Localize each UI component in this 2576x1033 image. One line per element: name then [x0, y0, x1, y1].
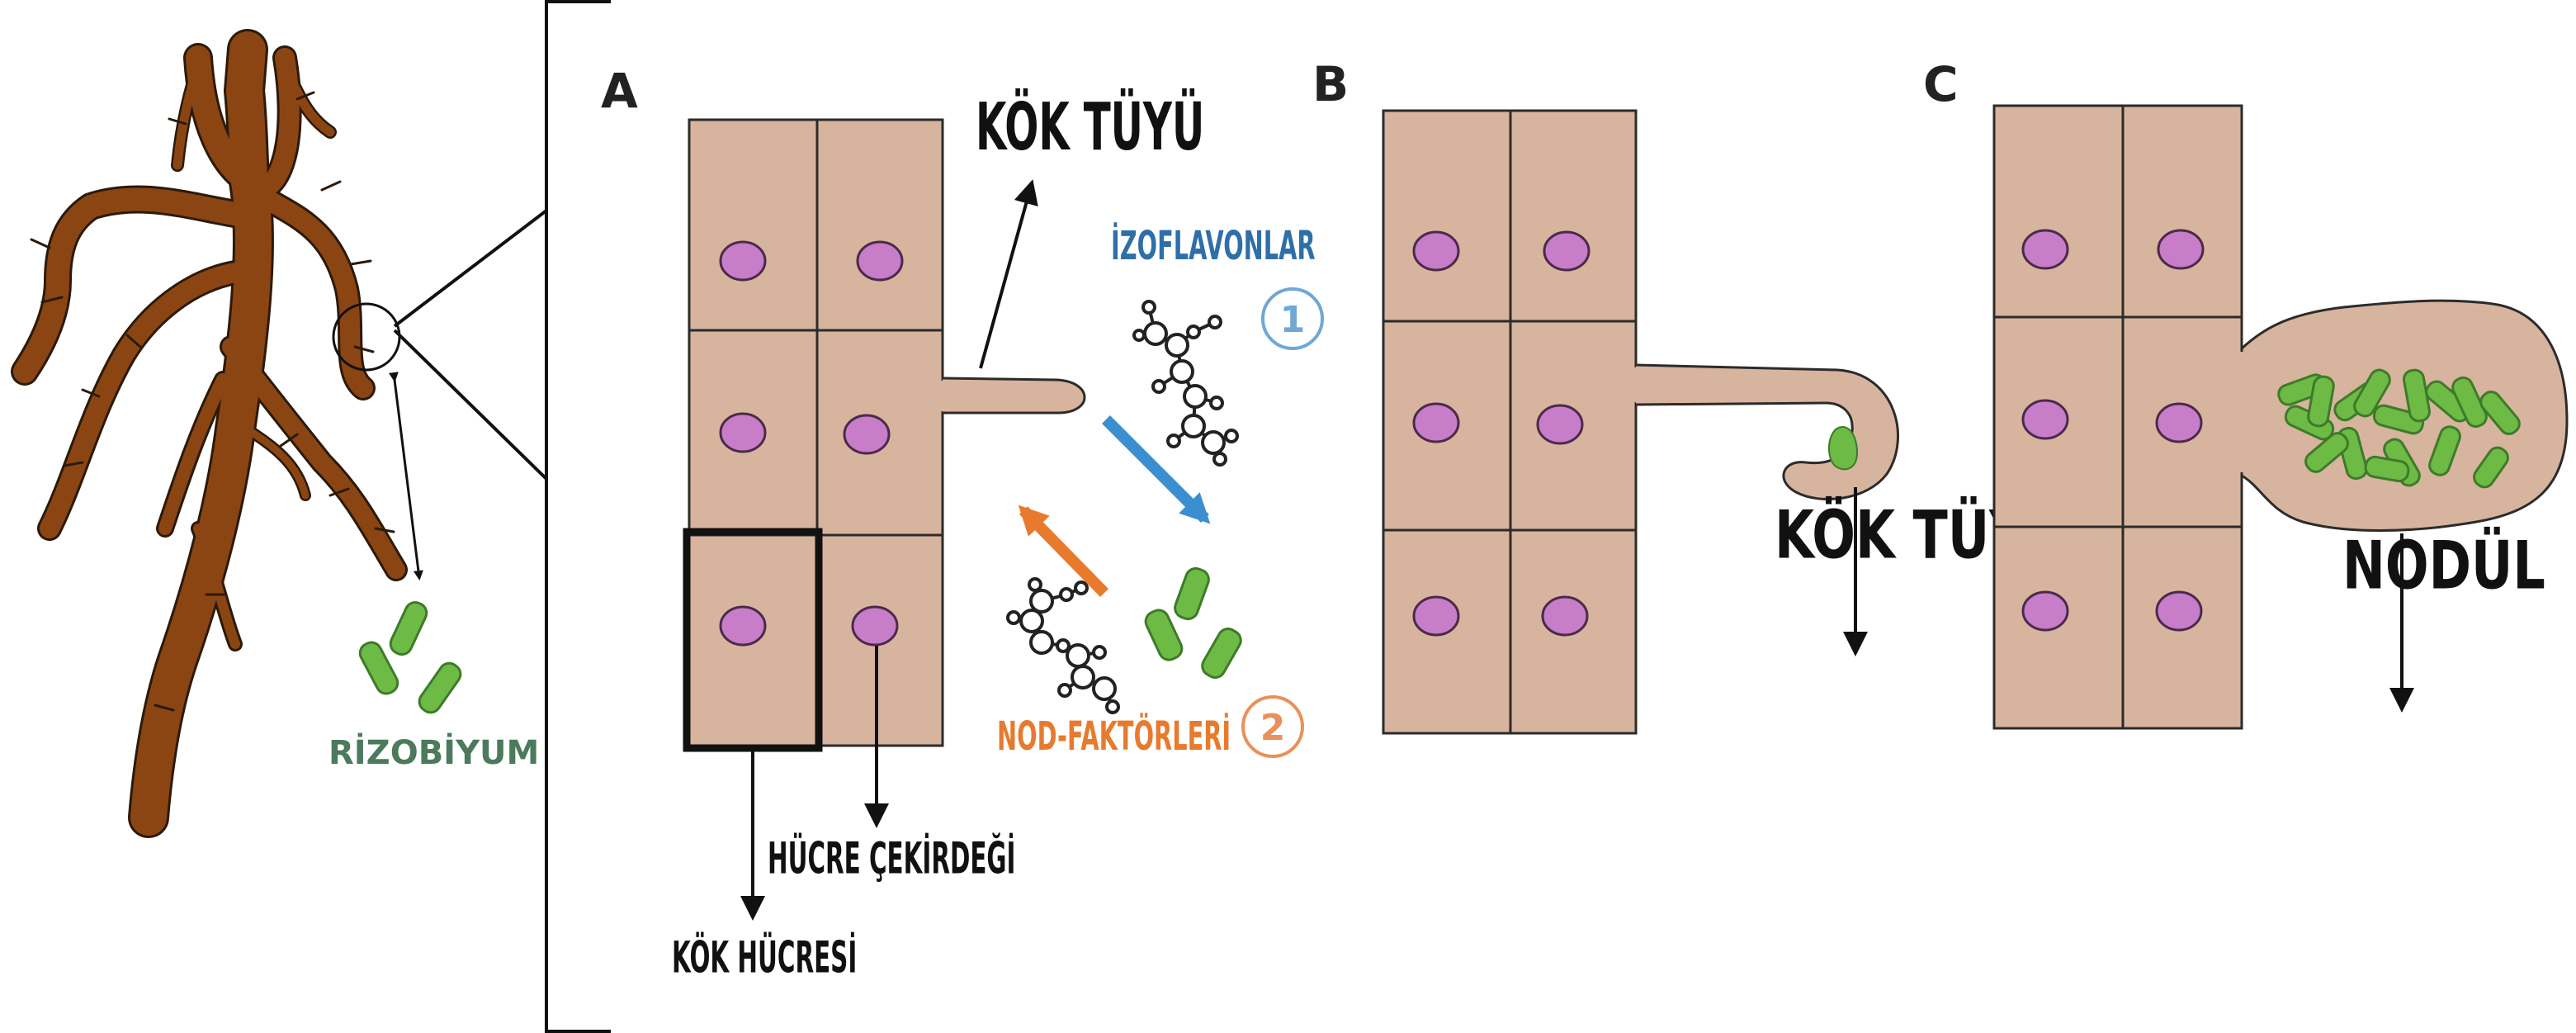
svg-text:1: 1: [1280, 299, 1306, 341]
step-2-badge: 2: [1241, 695, 1304, 758]
curled-root-hair: [1635, 363, 1899, 501]
rizobiyum-label: RİZOBİYUM: [328, 732, 539, 772]
nuclei-b: [1412, 230, 1591, 637]
svg-text:2: 2: [1260, 707, 1286, 749]
root-hair-a: [942, 377, 1086, 415]
kok-tuyu-label-a: KÖK TÜYÜ: [976, 88, 1204, 165]
panel-b: B KÖK TÜYÜ: [1312, 56, 2068, 735]
zoom-bracket: [393, 0, 611, 1033]
arrow-kok-tuyu-a: [979, 179, 1038, 369]
nodule-bacteria-cluster: [2277, 368, 2521, 489]
cell-nucleus: [851, 605, 899, 647]
panel-a: A: [601, 63, 1324, 983]
rhizobium-bacteria: [358, 601, 462, 714]
rhizobium-bacteria-a: [1144, 566, 1242, 679]
nuclei-c: [2021, 229, 2205, 632]
nodul-label: NODÜL: [2342, 526, 2545, 604]
nuclei-a: [719, 240, 904, 647]
distance-arrow: [388, 372, 423, 580]
nod-factor-molecule-icon: [1006, 577, 1120, 714]
izoflavonlar-label: İZOFLAVONLAR: [1111, 222, 1316, 269]
panel-c: C: [1923, 56, 2569, 730]
isoflavone-molecule-icon: [1132, 300, 1239, 467]
panel-letter-a: A: [601, 63, 638, 119]
panel-letter-c: C: [1923, 56, 1959, 112]
hucre-cekirdegi-label: HÜCRE ÇEKİRDEĞİ: [768, 832, 1015, 884]
step-1-badge: 1: [1261, 287, 1324, 350]
isoflavone-signal-arrow: [1102, 415, 1211, 524]
kok-hucresi-label: KÖK HÜCRESİ: [672, 931, 857, 983]
root-cells-b: [1382, 109, 1638, 735]
root-system: [11, 29, 423, 838]
panel-letter-b: B: [1312, 56, 1349, 112]
trapped-bacterium: [1828, 426, 1859, 471]
nod-faktorleri-label: NOD-FAKTÖRLERİ: [997, 713, 1231, 760]
nod-factor-signal-arrow: [1018, 505, 1108, 597]
